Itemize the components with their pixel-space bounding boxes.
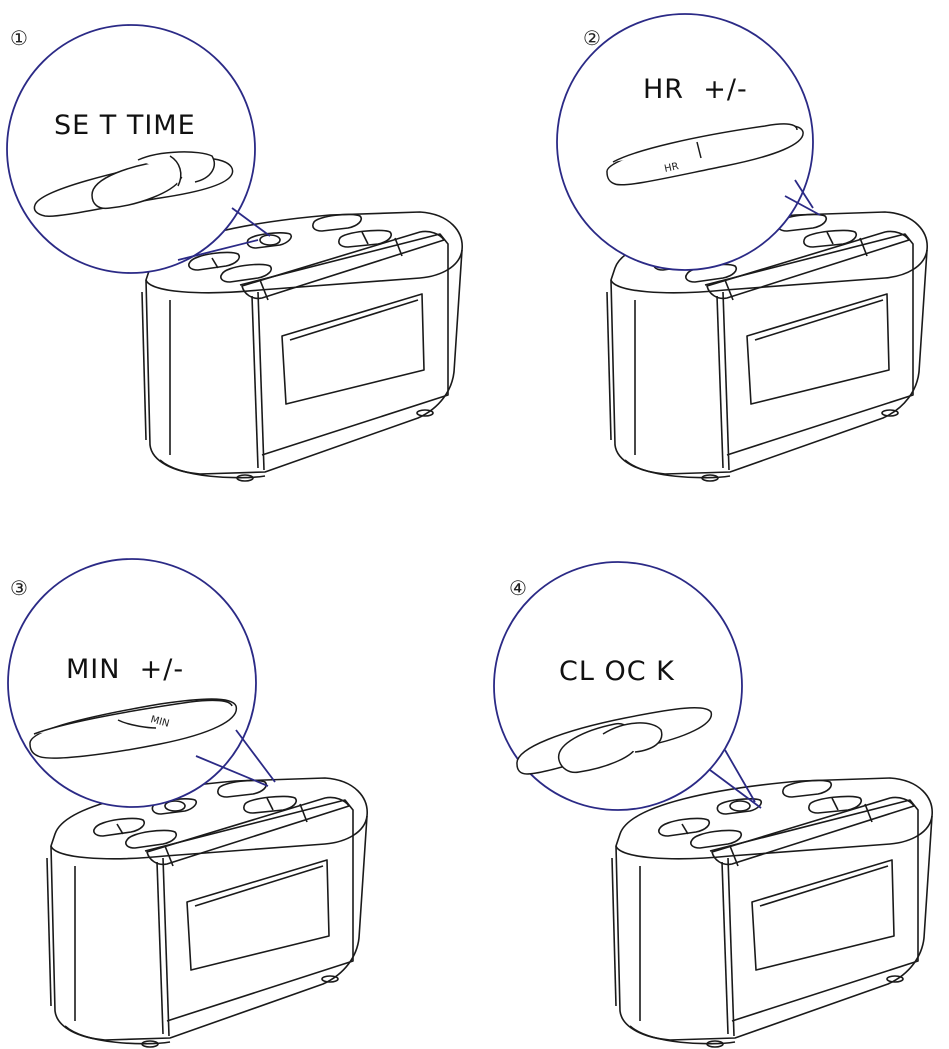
- step-1-label: SE T TIME: [54, 110, 196, 141]
- step-4-number: ④: [509, 576, 527, 600]
- step-4-illustration: [475, 524, 949, 1048]
- clock-radio: [612, 778, 932, 1047]
- step-4-label: CL OC K: [559, 656, 675, 687]
- step-2-label: HR +/-: [643, 74, 748, 105]
- clock-radio: [47, 778, 367, 1047]
- step-1-number: ①: [10, 26, 28, 50]
- step-1-panel: ① SE T TIME: [0, 0, 474, 524]
- step-3-illustration: MIN: [0, 524, 474, 1048]
- step-2-number: ②: [583, 26, 601, 50]
- step-3-label: MIN +/-: [66, 654, 184, 685]
- callout-circle: [7, 25, 255, 273]
- step-1-illustration: [0, 0, 474, 524]
- step-2-panel: HR ② HR +/-: [475, 0, 949, 524]
- step-3-number: ③: [10, 576, 28, 600]
- step-4-panel: ④ CL OC K: [475, 524, 949, 1048]
- step-3-panel: MIN ③ MIN +/-: [0, 524, 474, 1048]
